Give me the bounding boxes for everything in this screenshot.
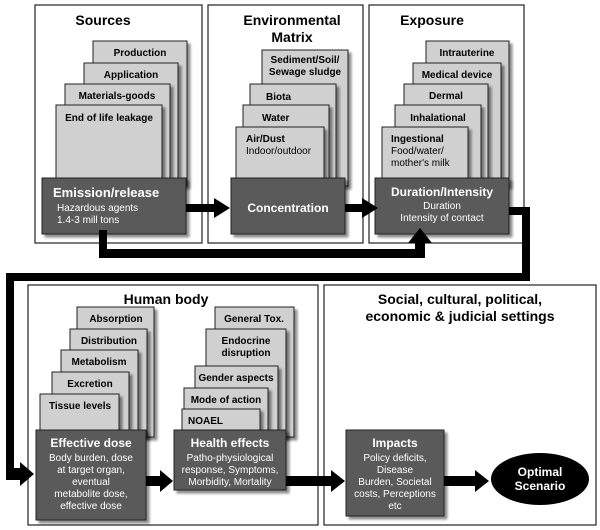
card-ingestional-label-3: mother's milk — [391, 158, 451, 169]
impacts-box — [345, 429, 445, 517]
duration-intensity-line2: Intensity of contact — [400, 213, 484, 224]
emission-release-box — [41, 177, 187, 235]
human-body-title: Human body — [124, 291, 209, 307]
effective-dose-box — [35, 429, 147, 521]
health-effects-line1: Patho-physiological — [187, 453, 274, 464]
optimal-scenario-line1: Optimal — [518, 465, 563, 479]
card-production-label: Production — [114, 48, 167, 59]
flow-arrows — [6, 198, 530, 492]
card-mode-of-action-label: Mode of action — [191, 395, 262, 406]
card-gender-aspects-label: Gender aspects — [198, 373, 273, 384]
impacts-line1: Policy deficits, — [363, 453, 426, 464]
card-absorption-label: Absorption — [89, 314, 142, 325]
social-title-line1: Social, cultural, political, — [378, 291, 542, 307]
health-effects-line3: Morbidity, Mortality — [188, 477, 271, 488]
card-dermal-label: Dermal — [429, 91, 463, 102]
card-application-label: Application — [104, 70, 158, 81]
effective-dose-line1: Body burden, dose — [49, 453, 133, 464]
social-title-line2: economic & judicial settings — [365, 308, 554, 324]
impacts-title: Impacts — [372, 436, 418, 450]
concentration-box — [230, 177, 346, 235]
impacts-line5: etc — [388, 501, 401, 512]
arrow-dose-to-effects — [146, 470, 173, 492]
effective-dose-title: Effective dose — [50, 436, 132, 450]
arrow-duration-to-body — [6, 207, 530, 486]
effective-dose-line2: at target organ, — [57, 465, 125, 476]
effective-dose-line5: effective dose — [60, 501, 122, 512]
optimal-scenario-oval — [491, 453, 589, 505]
card-ingestional-label-1: Ingestional — [391, 134, 444, 145]
card-excretion-label: Excretion — [67, 379, 113, 390]
sources-card-stack: Production Application Materials-goods E… — [55, 40, 188, 187]
emission-release-title: Emission/release — [53, 185, 159, 200]
card-medical-device-label: Medical device — [422, 70, 493, 81]
card-distribution-label: Distribution — [81, 336, 137, 347]
impacts-line2: Disease — [377, 465, 414, 476]
card-ingestional-label-2: Food/water/ — [391, 146, 444, 157]
health-effects-line2: response, Symptoms, — [182, 465, 279, 476]
card-inhalational-label: Inhalational — [410, 113, 466, 124]
exposure-card-stack: Intrauterine Medical device Dermal Inhal… — [381, 40, 510, 187]
matrix-title-line2: Matrix — [271, 29, 312, 45]
card-sediment-label-1: Sediment/Soil/ — [271, 55, 340, 66]
card-metabolism-label: Metabolism — [71, 357, 126, 368]
effective-dose-line4: metabolite dose, — [54, 489, 127, 500]
card-biota-label: Biota — [266, 92, 291, 103]
effective-dose-line3: eventual — [72, 477, 110, 488]
matrix-card-stack: Sediment/Soil/ Sewage sludge Biota Water… — [235, 49, 349, 187]
card-air-dust-label-1: Air/Dust — [246, 134, 286, 145]
card-air-dust-label-2: Indoor/outdoor — [246, 146, 312, 157]
card-air-dust — [235, 126, 325, 187]
card-endocrine-label-2: disruption — [222, 348, 271, 359]
card-tissue-levels-label: Tissue levels — [49, 401, 112, 412]
health-effects-box — [173, 429, 287, 491]
emission-release-line1: Hazardous agents — [57, 203, 138, 214]
card-end-of-life — [55, 104, 163, 187]
arrow-effects-to-impacts — [286, 470, 345, 492]
card-end-of-life-label: End of life leakage — [65, 113, 153, 124]
duration-intensity-box — [374, 177, 510, 235]
card-sediment-label-2: Sewage sludge — [269, 67, 342, 78]
impacts-line4: costs, Perceptions — [354, 489, 436, 500]
arrow-concentration-to-duration — [345, 198, 378, 218]
effects-card-stack: General Tox. Endocrine disruption Gender… — [181, 306, 295, 438]
sources-title: Sources — [75, 12, 130, 28]
card-endocrine-label-1: Endocrine — [222, 336, 271, 347]
duration-intensity-title: Duration/Intensity — [391, 185, 493, 199]
matrix-title-line1: Environmental — [243, 12, 340, 28]
card-intrauterine-label: Intrauterine — [439, 48, 494, 59]
arrow-emission-to-concentration — [186, 198, 230, 218]
duration-intensity-line1: Duration — [423, 201, 461, 212]
health-effects-title: Health effects — [191, 436, 270, 450]
card-water-label: Water — [262, 113, 290, 124]
card-general-tox-label: General Tox. — [224, 314, 284, 325]
concentration-title: Concentration — [247, 201, 328, 215]
card-noael-label: NOAEL — [188, 416, 223, 427]
arrow-impacts-to-optimal — [444, 470, 489, 492]
card-materials-goods-label: Materials-goods — [79, 91, 156, 102]
emission-release-line2: 1.4-3 mill tons — [57, 215, 119, 226]
card-ingestional — [381, 126, 469, 187]
exposure-title: Exposure — [400, 12, 464, 28]
impacts-line3: Burden, Societal — [358, 477, 431, 488]
optimal-scenario-line2: Scenario — [515, 479, 566, 493]
arrow-emission-to-duration — [99, 228, 432, 258]
